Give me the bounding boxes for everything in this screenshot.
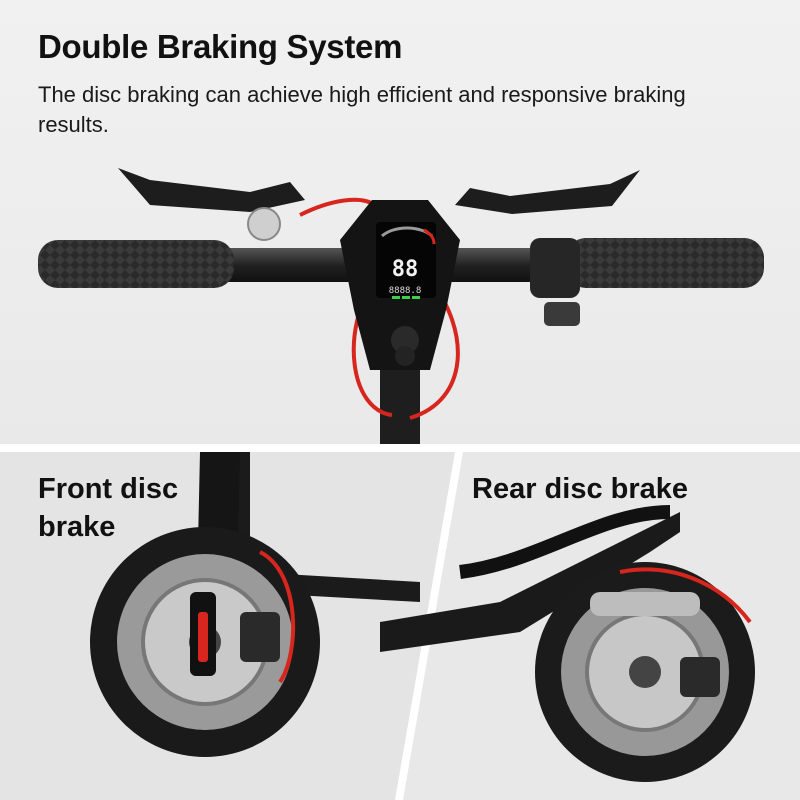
thumb-throttle [544, 302, 580, 326]
front-brake-cable [259, 550, 296, 684]
power-button [391, 326, 419, 354]
rear-hub [629, 656, 661, 688]
battery-bar-3 [412, 296, 420, 299]
battery-bar-2 [402, 296, 410, 299]
bell-icon [247, 207, 281, 241]
right-brake-lever [455, 170, 640, 214]
left-brake-lever [118, 168, 305, 212]
stem [380, 360, 420, 444]
throttle-housing [530, 238, 580, 298]
rear-shock-absorber [590, 592, 700, 616]
front-wheel-photo [90, 452, 420, 757]
rear-wheel-photo [380, 505, 755, 782]
lcd-screen [376, 222, 436, 298]
page-subtitle: The disc braking can achieve high effici… [38, 82, 686, 137]
rear-brake-cable [619, 567, 752, 624]
left-grip [38, 240, 234, 288]
rear-brake-caliper [680, 657, 720, 697]
right-grip [566, 238, 764, 288]
speed-arc-red [423, 228, 436, 245]
handlebar-photo: 88 8888.8 [38, 168, 764, 444]
battery-bar-1 [392, 296, 400, 299]
rear-rail [459, 505, 671, 579]
page-title: Double Braking System [38, 28, 403, 65]
rear-disc-brake-label: Rear disc brake [472, 473, 689, 505]
front-reflector [198, 612, 208, 662]
front-brake-caliper [240, 612, 280, 662]
odometer-readout: 8888.8 [389, 286, 422, 296]
mode-button [395, 346, 415, 366]
rear-deck [380, 512, 680, 652]
front-disc-brake-label: Front disc brake [38, 473, 179, 543]
speed-readout: 88 [392, 257, 419, 282]
